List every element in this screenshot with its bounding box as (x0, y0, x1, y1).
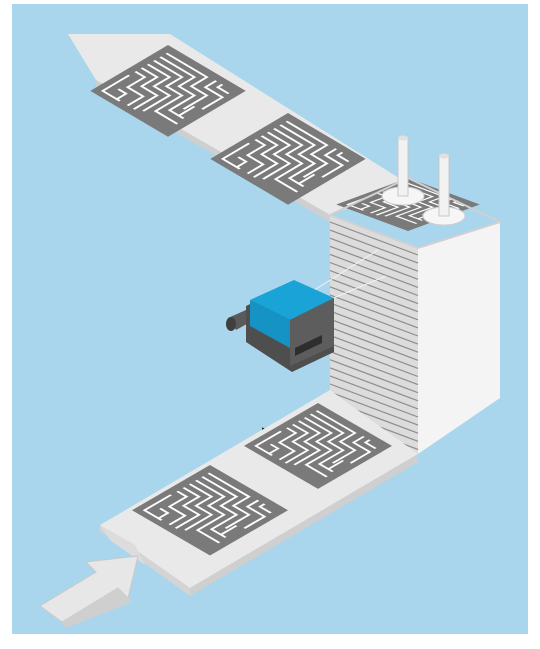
conveyor-illustration (0, 0, 540, 649)
illustration-root (0, 0, 540, 649)
